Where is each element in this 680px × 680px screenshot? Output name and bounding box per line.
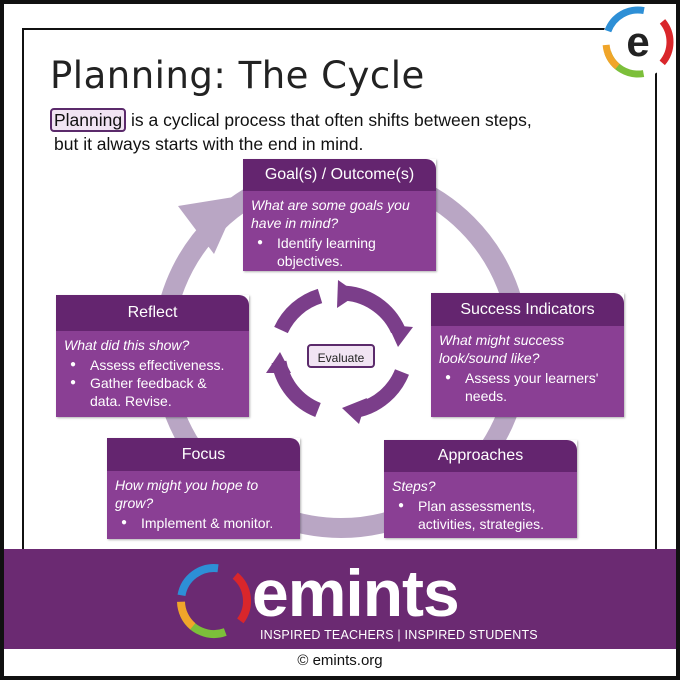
step-approaches-question: Steps? — [392, 478, 436, 494]
step-success-question: What might success look/sound like? — [439, 332, 565, 366]
planning-highlight: Planning — [50, 108, 127, 132]
step-reflect-bullet-1: Assess effectiveness. — [70, 356, 241, 374]
page-title: Planning: The Cycle — [50, 54, 425, 97]
footer-credit: © emints.org — [297, 652, 383, 669]
step-focus-heading: Focus — [107, 438, 300, 471]
intro-text: Planning is a cyclical process that ofte… — [50, 108, 630, 156]
step-reflect-question: What did this show? — [64, 337, 190, 353]
emints-logo-icon: e — [602, 6, 674, 78]
step-focus-question: How might you hope to grow? — [115, 477, 259, 511]
step-approaches-bullet: Plan assessments, activities, strategies… — [398, 497, 569, 533]
ring-arrowhead — [178, 196, 240, 254]
brand-wordmark: emints — [252, 556, 460, 630]
step-focus: Focus How might you hope to grow? Implem… — [107, 438, 300, 539]
intro-line1: is a cyclical process that often shifts … — [126, 110, 532, 130]
step-goals: Goal(s) / Outcome(s) What are some goals… — [243, 159, 436, 271]
cycle-arrowhead-1 — [337, 280, 358, 308]
step-goals-heading: Goal(s) / Outcome(s) — [243, 159, 436, 191]
emints-swirl-icon — [176, 564, 251, 638]
step-success-bullet: Assess your learners' needs. — [445, 369, 616, 405]
svg-text:e: e — [626, 18, 649, 65]
step-reflect-heading: Reflect — [56, 295, 249, 331]
cycle-arrowhead-2 — [388, 325, 413, 347]
step-success: Success Indicators What might success lo… — [431, 293, 624, 417]
brand-band: emints INSPIRED TEACHERS | INSPIRED STUD… — [4, 549, 676, 649]
step-reflect: Reflect What did this show? Assess effec… — [56, 295, 249, 417]
cycle-arrowhead-4 — [266, 352, 291, 373]
step-reflect-bullet-2: Gather feedback & data. Revise. — [70, 374, 241, 410]
step-approaches: Approaches Steps? Plan assessments, acti… — [384, 440, 577, 538]
brand-tagline: INSPIRED TEACHERS | INSPIRED STUDENTS — [260, 628, 538, 642]
step-goals-bullet: Identify learning objectives. — [257, 234, 428, 270]
step-focus-bullet: Implement & monitor. — [121, 514, 292, 532]
cycle-arrowhead-3 — [342, 398, 367, 424]
intro-line2: but it always starts with the end in min… — [54, 134, 364, 154]
brand-logo: emints INSPIRED TEACHERS | INSPIRED STUD… — [4, 549, 676, 649]
step-approaches-heading: Approaches — [384, 440, 577, 472]
step-success-heading: Success Indicators — [431, 293, 624, 326]
evaluate-label: Evaluate — [307, 344, 375, 368]
step-goals-question: What are some goals you have in mind? — [251, 197, 410, 231]
